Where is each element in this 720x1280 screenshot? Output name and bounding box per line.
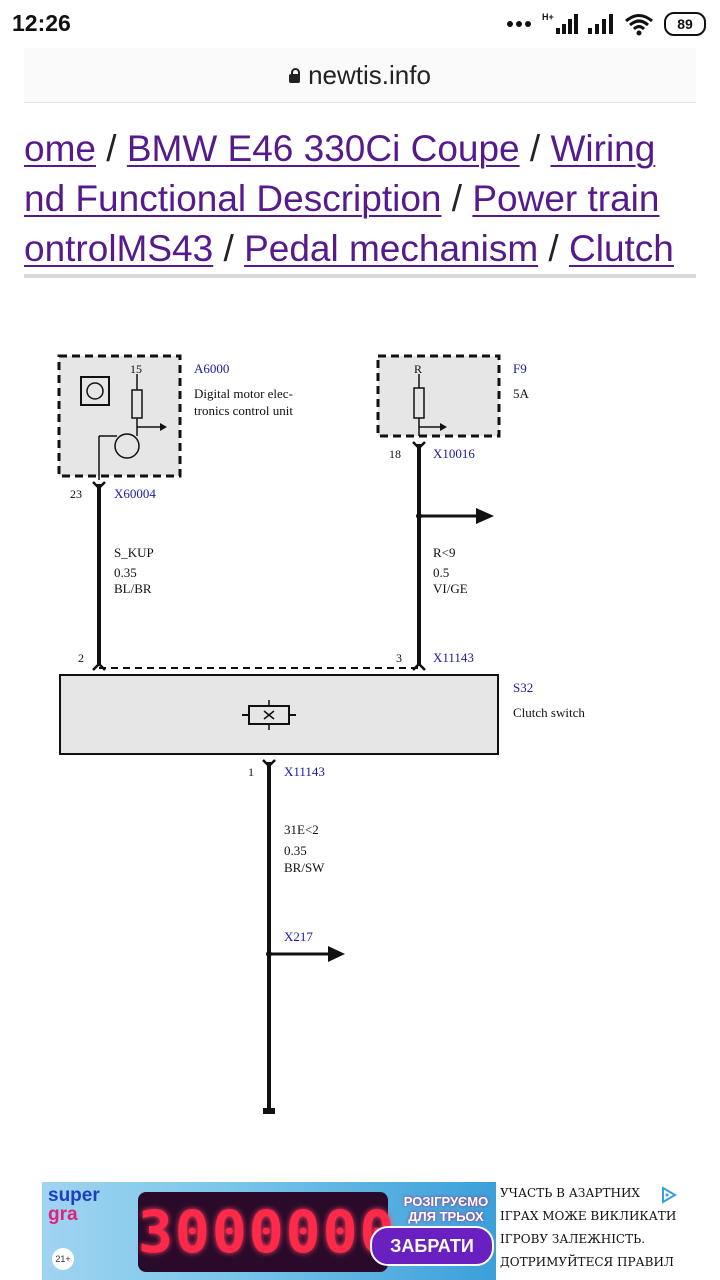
f9-pin: 18 xyxy=(389,447,401,461)
s32-pin-right: 3 xyxy=(396,651,402,665)
wire-s-kup: S_KUP 0.35 BL/BR xyxy=(92,481,154,671)
sensor-circle-icon xyxy=(86,382,104,400)
ad-disclaimer: УЧАСТЬ В АЗАРТНИХ ІГРАХ МОЖЕ ВИКЛИКАТИ І… xyxy=(500,1186,677,1280)
wire-right-color: VI/GE xyxy=(433,581,468,596)
breadcrumb-line-1: ome / BMW E46 330Ci Coupe / Wiring xyxy=(24,124,655,174)
connector-x11143-top[interactable]: X11143 xyxy=(433,650,474,665)
connector-x60004[interactable]: X60004 xyxy=(114,486,156,501)
wire-31e2: 1 X11143 31E<2 0.35 BR/SW X217 xyxy=(248,759,345,1114)
status-icons: H+ 89 xyxy=(506,10,706,38)
breadcrumb-separator: / xyxy=(213,228,245,269)
status-time: 12:26 xyxy=(12,10,71,36)
wire-right-size: 0.5 xyxy=(433,565,449,580)
a6000-desc-2: tronics control unit xyxy=(194,403,293,418)
fuse-box xyxy=(376,354,501,438)
ad-brand-top: super xyxy=(48,1185,100,1206)
wire-left-color: BL/BR xyxy=(114,581,152,596)
url-bar[interactable]: newtis.info xyxy=(24,48,696,103)
wire-right-name: R<9 xyxy=(433,545,456,560)
a6000-desc-1: Digital motor elec- xyxy=(194,386,293,401)
breadcrumb-separator: / xyxy=(519,128,551,169)
arrow-icon xyxy=(440,423,447,431)
breadcrumb-link-ms43[interactable]: ontrolMS43 xyxy=(24,228,214,269)
breadcrumb-link-clutch[interactable]: Clutch xyxy=(569,228,674,269)
arrow-right-icon xyxy=(476,508,494,524)
wire-left-size: 0.35 xyxy=(114,565,137,580)
breadcrumb-divider xyxy=(24,274,696,278)
wire-r9: R<9 0.5 VI/GE xyxy=(412,441,494,671)
f9-rating: 5A xyxy=(513,386,530,401)
signal-hplus-icon: H+ xyxy=(542,12,578,34)
arrow-right-icon xyxy=(328,946,345,962)
switch-box xyxy=(59,674,499,755)
f9-pin-top: R xyxy=(414,362,422,376)
a6000-id[interactable]: A6000 xyxy=(194,361,229,376)
more-dots-icon xyxy=(507,21,531,27)
s32-id[interactable]: S32 xyxy=(513,680,533,695)
svg-text:H+: H+ xyxy=(542,12,554,22)
breadcrumb-link-home[interactable]: ome xyxy=(24,128,96,169)
transistor-icon xyxy=(114,433,140,459)
wiring-diagram: 15 A6000 Digital motor elec- tronics con… xyxy=(57,354,585,1114)
battery-level: 89 xyxy=(677,16,693,32)
ad-text: РОЗІГРУЄМО ДЛЯ ТРЬОХ xyxy=(403,1194,489,1224)
url-text: newtis.info xyxy=(308,60,431,90)
wire-left-name: S_KUP xyxy=(114,545,154,560)
url-display[interactable]: newtis.info xyxy=(24,60,696,91)
a6000-pin-top: 15 xyxy=(130,362,142,376)
connector-x11143-bottom[interactable]: X11143 xyxy=(284,764,325,779)
battery-icon: 89 xyxy=(664,12,706,36)
s32-pin-left: 2 xyxy=(78,651,84,665)
breadcrumb-link-bmw[interactable]: BMW E46 330Ci Coupe xyxy=(126,128,520,169)
breadcrumb-separator: / xyxy=(441,178,473,219)
breadcrumb-link-wiring[interactable]: Wiring xyxy=(550,128,656,169)
f9-id[interactable]: F9 xyxy=(513,361,527,376)
ground-terminal-icon xyxy=(263,1108,275,1114)
breadcrumb-separator: / xyxy=(95,128,127,169)
adchoices-icon[interactable] xyxy=(660,1186,678,1204)
ad-brand-bottom: gra xyxy=(48,1204,78,1225)
breadcrumb-link-functional[interactable]: nd Functional Description xyxy=(24,178,442,219)
wire-bottom-size: 0.35 xyxy=(284,843,307,858)
sensor-symbol-icon xyxy=(80,376,110,406)
switch-cross xyxy=(263,710,275,720)
wire-bottom-color: BR/SW xyxy=(284,860,325,875)
breadcrumb-line-2: nd Functional Description / Power train xyxy=(24,174,659,224)
breadcrumb-separator: / xyxy=(538,228,569,269)
wifi-icon xyxy=(625,14,653,36)
wire-bottom-name: 31E<2 xyxy=(284,822,319,837)
a6000-pin: 23 xyxy=(70,487,82,501)
connector-x217[interactable]: X217 xyxy=(284,929,313,944)
s32-desc: Clutch switch xyxy=(513,705,585,720)
control-unit-a6000: 15 A6000 Digital motor elec- tronics con… xyxy=(57,354,293,501)
ad-prize-amount: 3000000 xyxy=(138,1192,394,1272)
ad-age-badge: 21+ xyxy=(52,1248,74,1270)
s32-pin-bottom: 1 xyxy=(248,765,254,779)
signal-icon xyxy=(588,14,613,34)
connector-x10016[interactable]: X10016 xyxy=(433,446,475,461)
breadcrumb-line-3: ontrolMS43 / Pedal mechanism / Clutch xyxy=(24,224,674,274)
breadcrumb-link-powertrain[interactable]: Power train xyxy=(472,178,660,219)
status-bar: 12:26 H+ 89 xyxy=(0,0,720,48)
ad-cta-button[interactable]: ЗАБРАТИ xyxy=(370,1226,494,1266)
clutch-switch-s32: 2 3 X11143 S32 Clutch switch xyxy=(59,650,585,755)
breadcrumb-link-pedal[interactable]: Pedal mechanism xyxy=(244,228,539,269)
control-unit-box xyxy=(57,354,182,478)
lock-icon xyxy=(289,68,301,83)
breadcrumb: ome / BMW E46 330Ci Coupe / Wiring nd Fu… xyxy=(24,124,696,274)
fuse-f9: R F9 5A 18 X10016 xyxy=(376,354,530,461)
arrow-icon xyxy=(160,423,167,431)
